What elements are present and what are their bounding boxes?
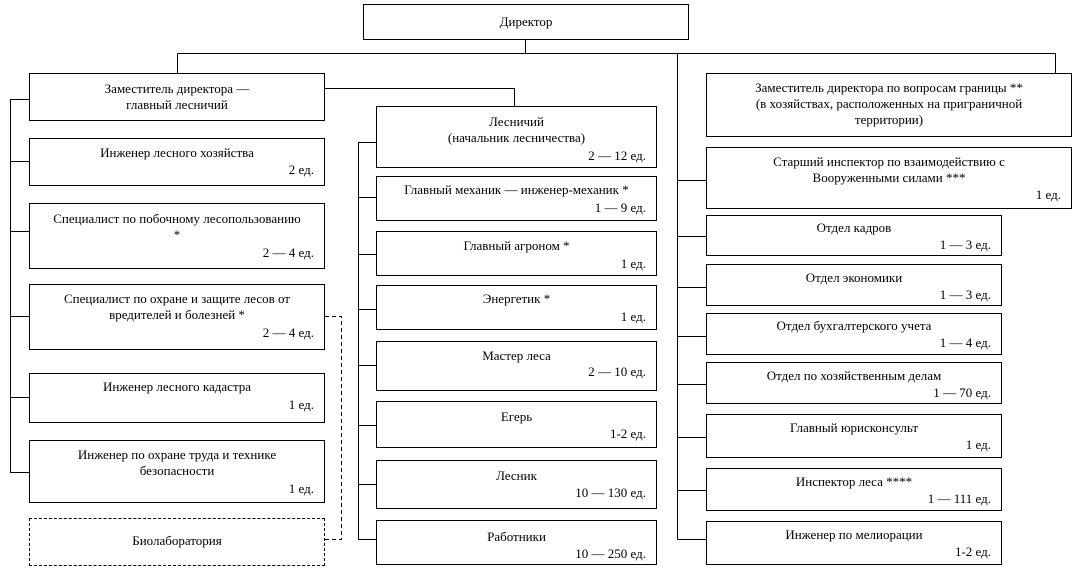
box-quantity: 1 — 111 ед. <box>927 491 991 506</box>
workers-box: Работники 10 — 250 ед. <box>376 520 657 565</box>
box-title: Заместитель директора по вопросам границ… <box>755 80 1023 127</box>
dashed-connector <box>325 316 342 540</box>
box-quantity: 10 — 130 ед. <box>575 485 646 500</box>
box-quantity: 2 — 4 ед. <box>262 245 314 260</box>
cadastre-engineer-box: Инженер лесного кадастра 1 ед. <box>29 373 325 423</box>
box-title: Заместитель директора — главный лесничий <box>104 81 250 112</box>
forest-keeper-box: Лесник 10 — 130 ед. <box>376 460 657 509</box>
box-quantity: 1 — 70 ед. <box>933 385 991 400</box>
box-title: Главный агроном * <box>463 238 570 253</box>
box-title: Специалист по охране и защите лесов от в… <box>63 291 290 322</box>
box-title: Биолаборатория <box>132 533 222 548</box>
box-title: Инспектор леса **** <box>795 474 913 489</box>
box-title: Отдел по хозяйственным делам <box>766 368 942 383</box>
box-quantity: 1 ед. <box>288 397 314 412</box>
box-quantity: 1 ед. <box>620 309 646 324</box>
safety-engineer-box: Инженер по охране труда и технике безопа… <box>29 440 325 503</box>
box-quantity: 2 ед. <box>288 162 314 177</box>
box-quantity: 1 ед. <box>620 256 646 271</box>
box-title: Старший инспектор по взаимодействию с Во… <box>773 154 1005 185</box>
box-title: Отдел бухгалтерского учета <box>776 318 932 333</box>
box-quantity: 1 ед. <box>965 437 991 452</box>
box-title: Главный юрисконсульт <box>789 420 918 435</box>
box-title: Лесник <box>496 468 537 483</box>
melioration-engineer-box: Инженер по мелиорации 1-2 ед. <box>706 521 1002 565</box>
forester-box: Лесничий (начальник лесничества) 2 — 12 … <box>376 106 657 168</box>
box-title: Энергетик * <box>482 291 551 306</box>
box-title: Инженер по мелиорации <box>785 527 923 542</box>
hr-dept-box: Отдел кадров 1 — 3 ед. <box>706 215 1002 256</box>
forest-master-box: Мастер леса 2 — 10 ед. <box>376 341 657 391</box>
chief-agronomist-box: Главный агроном * 1 ед. <box>376 231 657 276</box>
box-quantity: 1 ед. <box>288 481 314 496</box>
box-title: Отдел экономики <box>805 270 903 285</box>
box-quantity: 2 — 10 ед. <box>588 364 646 379</box>
box-title: Мастер леса <box>482 348 551 363</box>
box-title: Егерь <box>500 409 533 424</box>
senior-inspector-box: Старший инспектор по взаимодействию с Во… <box>706 147 1072 209</box>
box-title: Лесничий (начальник лесничества) <box>447 114 586 145</box>
box-quantity: 1 — 3 ед. <box>939 237 991 252</box>
box-title: Инженер по охране труда и технике безопа… <box>77 447 277 478</box>
accounting-dept-box: Отдел бухгалтерского учета 1 — 4 ед. <box>706 313 1002 355</box>
box-title: Директор <box>499 14 553 29</box>
deputy-border-box: Заместитель директора по вопросам границ… <box>706 73 1072 137</box>
biolab-box: Биолаборатория <box>29 518 325 566</box>
box-title: Инженер лесного кадастра <box>102 379 252 394</box>
box-quantity: 2 — 4 ед. <box>262 325 314 340</box>
box-title: Отдел кадров <box>816 220 892 235</box>
box-quantity: 1-2 ед. <box>954 544 991 559</box>
box-quantity: 10 — 250 ед. <box>575 546 646 561</box>
economics-dept-box: Отдел экономики 1 — 3 ед. <box>706 264 1002 306</box>
box-quantity: 1 ед. <box>1035 187 1061 202</box>
deputy-chief-forester-box: Заместитель директора — главный лесничий <box>29 73 325 121</box>
box-quantity: 2 — 12 ед. <box>588 148 646 163</box>
box-quantity: 1-2 ед. <box>609 426 646 441</box>
admin-dept-box: Отдел по хозяйственным делам 1 — 70 ед. <box>706 362 1002 404</box>
huntsman-box: Егерь 1-2 ед. <box>376 401 657 448</box>
box-quantity: 1 — 9 ед. <box>594 200 646 215</box>
chief-mechanic-box: Главный механик — инженер-механик * 1 — … <box>376 176 657 221</box>
forest-inspector-box: Инспектор леса **** 1 — 111 ед. <box>706 468 1002 511</box>
pest-specialist-box: Специалист по охране и защите лесов от в… <box>29 284 325 350</box>
side-use-specialist-box: Специалист по побочному лесопользованию … <box>29 203 325 269</box>
chief-legal-box: Главный юрисконсульт 1 ед. <box>706 414 1002 458</box>
connector <box>10 99 29 473</box>
connector <box>325 88 515 106</box>
box-quantity: 1 — 3 ед. <box>939 287 991 302</box>
director-box: Директор <box>363 4 689 40</box>
box-title: Главный механик — инженер-механик * <box>404 182 629 197</box>
box-title: Инженер лесного хозяйства <box>100 145 254 160</box>
forest-engineer-box: Инженер лесного хозяйства 2 ед. <box>29 138 325 186</box>
connector <box>358 142 376 540</box>
box-title: Специалист по побочному лесопользованию … <box>53 211 301 242</box>
box-title: Работники <box>487 529 546 544</box>
box-quantity: 1 — 4 ед. <box>939 335 991 350</box>
power-engineer-box: Энергетик * 1 ед. <box>376 285 657 330</box>
